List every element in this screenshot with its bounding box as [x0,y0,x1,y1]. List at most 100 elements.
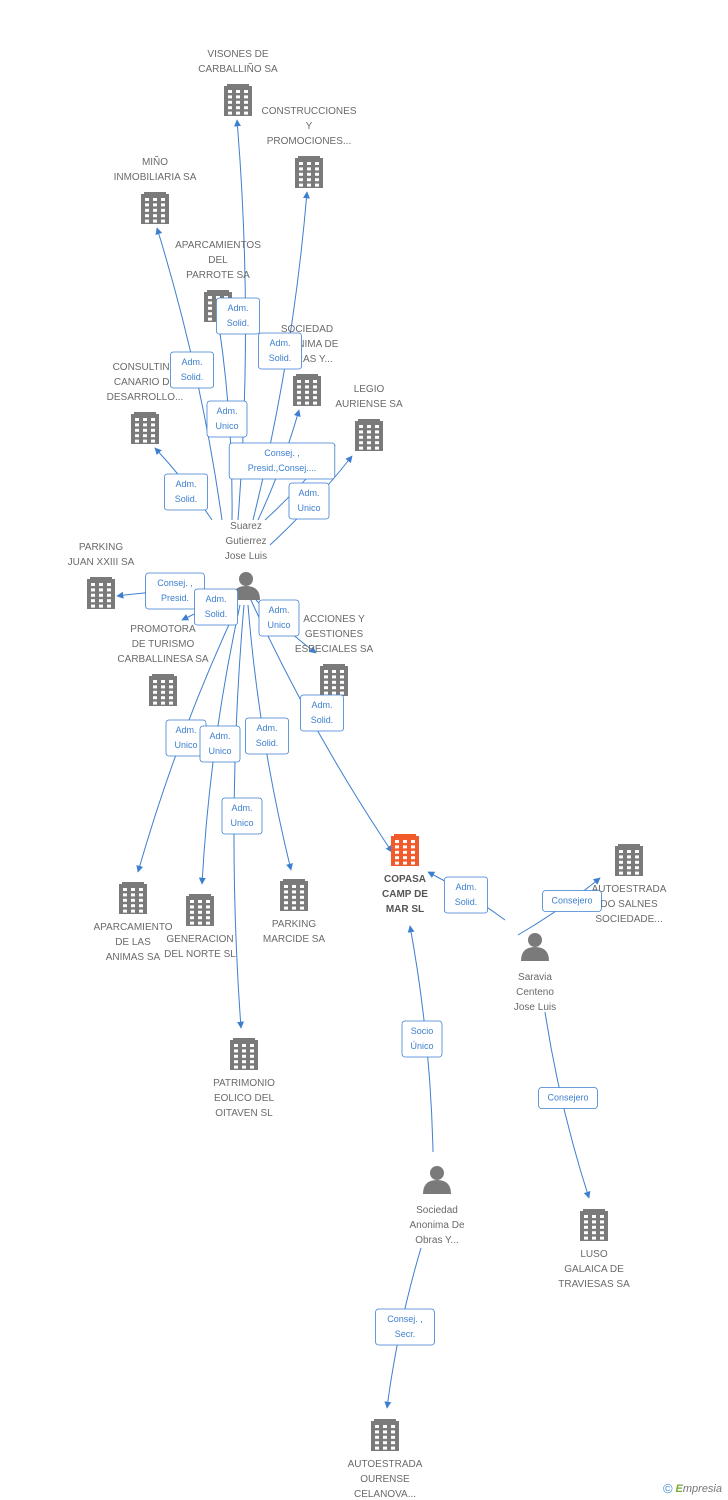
edge-label-saravia-to-autoestrada_salnes[interactable]: Consejero [542,890,602,912]
node-label-line: TRAVIESAS SA [558,1279,630,1290]
node-label-line: PARKING [272,919,316,930]
node-label-line: Sociedad [416,1205,458,1216]
node-label-line: Y [306,121,313,132]
node-label-line: MIÑO [142,155,168,168]
node-label-line: ANIMAS SA [106,952,161,963]
node-label-line: CANARIO DE [114,377,177,388]
edge-label-box [443,876,488,914]
edge-label-line: Adm. [227,303,248,313]
node-label-line: Centeno [516,987,554,998]
building-icon [371,1419,399,1451]
edge-label-line: Adm. [216,406,237,416]
building-icon [131,412,159,444]
edge-label-suarez-to-promotora[interactable]: Adm.Solid. [193,588,238,626]
person-icon [423,1166,451,1194]
footer-brand[interactable]: © Empresia [663,1481,722,1496]
edge-label-saravia-to-luso[interactable]: Consejero [538,1087,598,1109]
edge-label-box [193,588,238,626]
node-label-line: AUTOESTRADA [348,1459,423,1470]
edge-label-suarez-to-legio[interactable]: Adm. Unico [288,482,330,520]
node-label-line: LUSO [580,1249,607,1260]
edge-label-suarez-to-parking_marcide[interactable]: Adm.Solid. [244,717,289,755]
edge-label-suarez-to-acciones[interactable]: Adm.Unico [258,599,300,637]
brand-logo: Empresia [675,1482,722,1495]
edge-label-box [538,1087,598,1109]
node-label-line: CONSULTING [113,362,178,373]
person-icon [521,933,549,961]
building-icon [295,156,323,188]
building-icon [119,882,147,914]
edge-label-suarez-to-generacion[interactable]: Adm.Unico [199,725,241,763]
building-icon [186,894,214,926]
edge-label-suarez-to-patrimonio[interactable]: Adm. Unico [221,797,263,835]
edge-label-line: Solid. [269,353,292,363]
node-label-line: DEL NORTE SL [164,949,236,960]
node-label-line: OURENSE [360,1474,410,1485]
node-label-line: Suarez [230,521,262,532]
edge-label-box [163,473,208,511]
edge-label-suarez-to-parking_juan[interactable]: Consej. , Presid. [145,572,205,610]
edge-label-suarez-to-construcciones[interactable]: Adm.Solid. [257,332,302,370]
edge-label-saravia-to-copasa[interactable]: Adm.Solid. [443,876,488,914]
node-label-line: DEL [208,255,228,266]
edge-label-line: Adm. [231,803,252,813]
node-label-line: AUTOESTRADA [592,884,667,895]
edge-label-suarez-to-copasa[interactable]: Adm.Solid. [299,694,344,732]
node-label-line: CELANOVA... [354,1489,416,1500]
edge-label-line: Unico [267,620,290,630]
node-label-line: DO SALNES [600,899,658,910]
edge-label-line: Unico [174,740,197,750]
edge-label-line: Solid. [205,609,228,619]
edge-label-box [375,1308,435,1346]
building-icon [149,674,177,706]
edge-label-line: Unico [230,818,253,828]
node-label-line: OBRAS Y... [281,354,332,365]
node-autoestrada_ourense[interactable]: AUTOESTRADA OURENSE CELANOVA... [348,1419,423,1500]
edge-label-sociedad_person-to-autoestrada_ourense[interactable]: Consej. ,Secr. [375,1308,435,1346]
node-label-line: AURIENSE SA [335,399,403,410]
edge-label-suarez-to-legio[interactable]: Consej. ,Presid.,Consej.... [228,442,336,480]
node-label-line: DE LAS [115,937,151,948]
edge-label-suarez-to-aparcamientos_parrote[interactable]: Adm.Solid. [215,297,260,335]
copyright-symbol: © [662,1481,673,1496]
node-label-line: ANONIMA DE [276,339,339,350]
edge-label-box [228,442,336,480]
edge-label-line: Presid. [161,593,189,603]
edge-label-suarez-to-sociedad_anonima[interactable]: Adm.Unico [206,400,248,438]
node-mino[interactable]: MIÑO INMOBILIARIA SA [114,155,197,224]
node-label-line: PROMOCIONES... [267,136,351,147]
node-construcciones[interactable]: CONSTRUCCIONESYPROMOCIONES... [261,106,357,188]
edge-label-box [542,890,602,912]
edge-label-line: Presid.,Consej.... [248,463,317,473]
edge-label-line: Adm. [298,488,319,498]
edge-label-line: Unico [297,503,320,513]
edge-label-suarez-to-consulting[interactable]: Adm.Solid. [163,473,208,511]
edge-label-suarez-to-mino[interactable]: Adm.Solid. [169,351,214,389]
node-label-line: INMOBILIARIA SA [114,172,197,183]
edge-label-line: Solid. [181,372,204,382]
edge-label-box [215,297,260,335]
edge-label-box [199,725,241,763]
edge-label-line: Consej. , [157,578,193,588]
edge-label-line: Único [410,1041,433,1051]
node-label-line: CARBALLINESA SA [117,654,208,665]
